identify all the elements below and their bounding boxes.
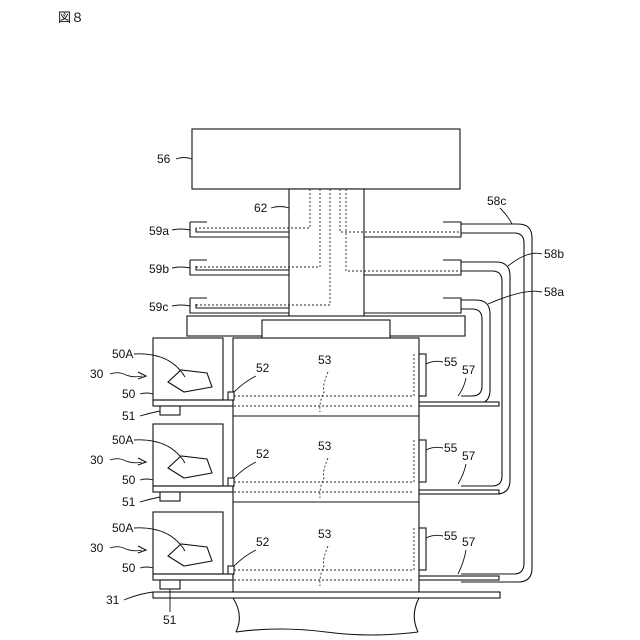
- pad-1: [228, 392, 234, 400]
- bracket-3: [160, 580, 180, 589]
- label-52-1: 52: [256, 361, 270, 375]
- base-plate: [153, 592, 500, 598]
- label-31: 31: [106, 593, 120, 607]
- port-rail-59c: [190, 298, 289, 313]
- sensor-1: [419, 354, 426, 396]
- label-57-3: 57: [462, 535, 476, 549]
- case-box-3: [153, 512, 223, 574]
- port-rail-right-c: [364, 298, 461, 313]
- label-52-2: 52: [256, 447, 270, 461]
- leader-50-1: [140, 393, 153, 394]
- label-50A-1: 50A: [112, 347, 133, 361]
- shelf-3: [153, 574, 233, 580]
- arrow-30-1: [110, 373, 142, 377]
- leader-50-2: [140, 479, 153, 480]
- label-30-1: 30: [90, 367, 104, 381]
- leader-57-3: [458, 550, 466, 574]
- sensor-2: [419, 440, 426, 482]
- label-51-2: 51: [122, 495, 136, 509]
- label-51-1: 51: [122, 409, 136, 423]
- ledge-2: [419, 490, 499, 494]
- leader-57-1: [458, 378, 466, 396]
- leader-55-2: [426, 447, 443, 450]
- leader-62: [271, 207, 289, 209]
- bracket-2: [160, 492, 180, 501]
- label-59b: 59b: [149, 262, 169, 276]
- label-53-1: 53: [318, 353, 332, 367]
- label-55-3: 55: [444, 529, 458, 543]
- label-50A-3: 50A: [112, 521, 133, 535]
- label-58a: 58a: [544, 285, 564, 299]
- label-58c: 58c: [487, 194, 506, 208]
- arrow-30-3: [110, 547, 142, 551]
- label-52-3: 52: [256, 535, 270, 549]
- port-rail-59a: [190, 222, 289, 237]
- label-53-3: 53: [318, 527, 332, 541]
- ledge-3: [419, 576, 499, 580]
- shelf-1: [153, 400, 233, 406]
- sensor-3: [419, 528, 426, 570]
- label-59c: 59c: [149, 300, 168, 314]
- controller-box: [192, 129, 460, 189]
- leader-56: [176, 158, 192, 160]
- label-58b: 58b: [544, 247, 564, 261]
- label-30-3: 30: [90, 541, 104, 555]
- leader-59c: [172, 305, 190, 306]
- leader-59a: [172, 229, 190, 230]
- base-body-break: [236, 629, 418, 635]
- leader-58a: [488, 291, 542, 304]
- top-block: [262, 320, 390, 340]
- label-50-1: 50: [122, 387, 136, 401]
- case-box-2: [153, 424, 223, 486]
- base-body-sides: [233, 598, 419, 632]
- leader-50-3: [140, 567, 153, 568]
- shelf-2: [153, 486, 233, 492]
- label-56: 56: [157, 152, 171, 166]
- arrowhead-30-3: [138, 546, 146, 553]
- pad-2: [228, 478, 234, 486]
- leader-31: [124, 592, 153, 600]
- label-62: 62: [254, 201, 268, 215]
- central-column: [289, 189, 364, 320]
- port-rail-right-a: [364, 222, 461, 237]
- label-30-2: 30: [90, 453, 104, 467]
- label-50-3: 50: [122, 561, 136, 575]
- leader-51-2: [140, 497, 160, 502]
- leader-59b: [172, 267, 190, 268]
- arrow-30-2: [110, 459, 142, 463]
- pad-3: [228, 566, 234, 574]
- label-50A-2: 50A: [112, 433, 133, 447]
- label-55-2: 55: [444, 441, 458, 455]
- label-51-3: 51: [163, 613, 177, 627]
- label-53-2: 53: [318, 439, 332, 453]
- leader-55-1: [426, 361, 443, 364]
- bracket-1: [160, 406, 180, 415]
- arrowhead-30-1: [138, 372, 146, 379]
- leader-57-2: [458, 464, 466, 484]
- arrowhead-30-2: [138, 458, 146, 465]
- leader-55-3: [426, 535, 443, 538]
- figure-title: 図８: [58, 11, 84, 26]
- ledge-1: [419, 402, 499, 406]
- port-rail-right-b: [364, 260, 461, 275]
- port-rail-59b: [190, 260, 289, 275]
- label-57-2: 57: [462, 449, 476, 463]
- label-55-1: 55: [444, 355, 458, 369]
- leader-58c: [500, 208, 512, 224]
- leader-58b: [508, 253, 542, 266]
- case-box-1: [153, 338, 223, 400]
- label-50-2: 50: [122, 473, 136, 487]
- leader-51-1: [140, 411, 160, 416]
- label-57-1: 57: [462, 363, 476, 377]
- label-59a: 59a: [149, 224, 169, 238]
